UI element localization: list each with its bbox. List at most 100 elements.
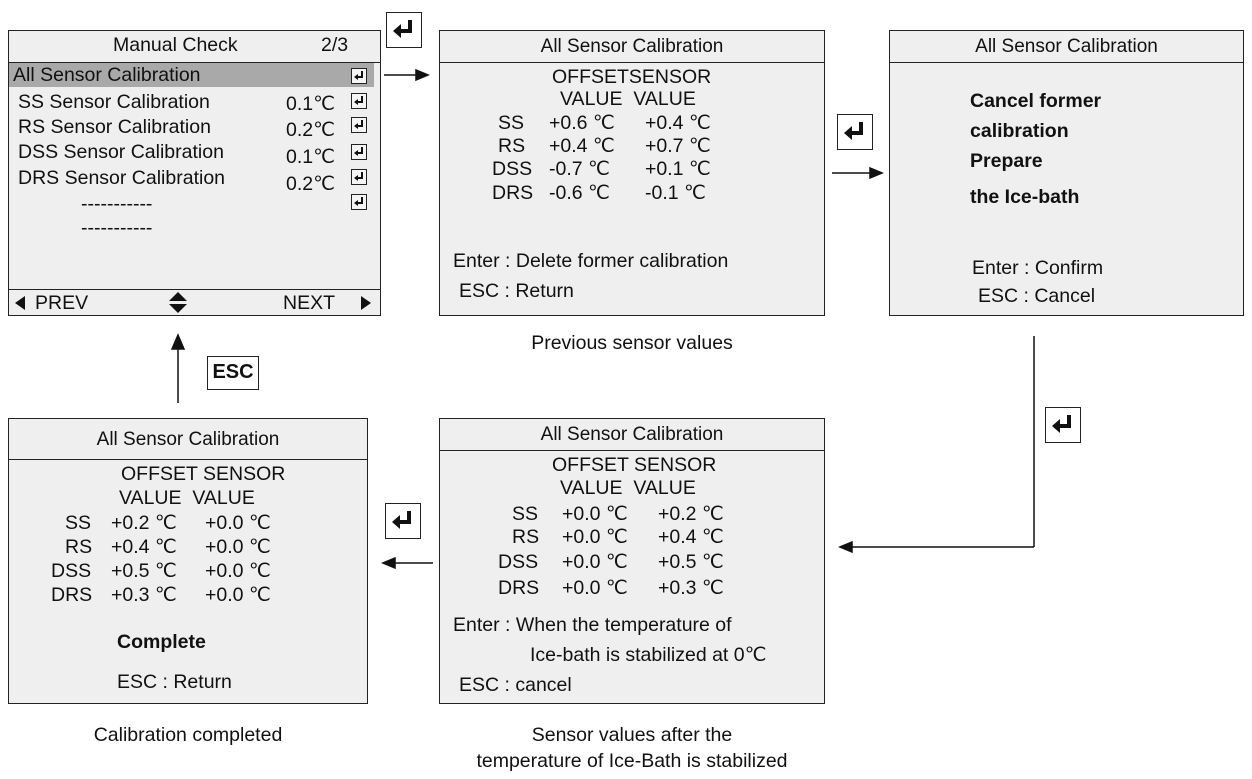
column-header-2: VALUE VALUE <box>560 88 696 110</box>
row-offset: +0.4 ℃ <box>549 135 615 157</box>
enter-icon[interactable] <box>351 194 367 210</box>
panel-title: All Sensor Calibration <box>440 419 824 451</box>
column-header-2: VALUE VALUE <box>560 477 696 499</box>
next-button[interactable]: NEXT <box>279 292 375 314</box>
esc-instruction: ESC : Return <box>459 280 574 302</box>
row-name: DSS <box>498 551 539 573</box>
stabilized-values-panel: All Sensor Calibration OFFSET SENSOR VAL… <box>439 418 825 704</box>
panel-title: All Sensor Calibration <box>9 421 367 460</box>
row-name: DRS <box>498 577 540 599</box>
menu-dashes: ----------- <box>81 217 153 239</box>
column-header-1: OFFSET SENSOR <box>552 454 717 476</box>
previous-values-panel: All Sensor Calibration OFFSETSENSOR VALU… <box>439 30 825 316</box>
row-sensor: +0.3 ℃ <box>658 577 724 599</box>
enter-icon[interactable] <box>351 169 367 185</box>
panel-title: All Sensor Calibration <box>890 31 1243 63</box>
row-name: RS <box>512 526 540 548</box>
menu-item-all-sensor[interactable]: All Sensor Calibration <box>13 64 201 86</box>
menu-dashes: ----------- <box>81 193 153 215</box>
row-offset: +0.2 ℃ <box>111 512 177 534</box>
row-sensor: +0.0 ℃ <box>205 512 271 534</box>
caption-calibration-completed: Calibration completed <box>93 724 283 746</box>
row-sensor: +0.0 ℃ <box>205 584 271 606</box>
complete-label: Complete <box>117 631 206 653</box>
panel-title: All Sensor Calibration <box>440 31 824 63</box>
menu-item-rs[interactable]: RS Sensor Calibration <box>18 116 211 138</box>
esc-instruction: ESC : Return <box>117 671 232 693</box>
row-sensor: +0.0 ℃ <box>205 560 271 582</box>
row-sensor: -0.1 ℃ <box>645 182 706 204</box>
row-offset: +0.6 ℃ <box>549 112 615 134</box>
row-sensor: +0.5 ℃ <box>658 551 724 573</box>
row-name: RS <box>65 536 93 558</box>
menu-item-ss[interactable]: SS Sensor Calibration <box>18 91 210 113</box>
row-sensor: +0.4 ℃ <box>645 112 711 134</box>
row-sensor: +0.7 ℃ <box>645 135 711 157</box>
message-line: Cancel former <box>970 90 1102 112</box>
prev-label: PREV <box>35 292 89 314</box>
triangle-left-icon <box>15 296 25 310</box>
enter-icon[interactable] <box>351 93 367 109</box>
menu-item-drs[interactable]: DRS Sensor Calibration <box>18 167 226 189</box>
menu-value-ss: 0.1℃ <box>286 93 336 115</box>
column-header-1: OFFSET SENSOR <box>121 463 286 485</box>
row-name: SS <box>65 512 92 534</box>
caption-stabilized-line2: temperature of Ice-Bath is stabilized <box>476 750 788 772</box>
selected-item-highlight <box>9 62 374 87</box>
row-offset: +0.5 ℃ <box>111 560 177 582</box>
enter-key-icon[interactable] <box>385 503 421 539</box>
row-sensor: +0.4 ℃ <box>658 526 724 548</box>
manual-check-panel: Manual Check 2/3 All Sensor Calibration … <box>8 30 381 316</box>
cancel-calibration-panel: All Sensor Calibration Cancel former cal… <box>889 30 1244 316</box>
menu-title: Manual Check <box>113 34 238 56</box>
esc-instruction: ESC : Cancel <box>978 285 1096 307</box>
message-line: the Ice-bath <box>970 186 1080 208</box>
enter-icon[interactable] <box>351 117 367 133</box>
row-offset: +0.0 ℃ <box>562 551 628 573</box>
column-header-2: VALUE VALUE <box>119 487 255 509</box>
row-name: RS <box>498 135 526 157</box>
message-line: Prepare <box>970 150 1043 172</box>
calibration-complete-panel: All Sensor Calibration OFFSET SENSOR VAL… <box>8 418 368 704</box>
row-offset: +0.0 ℃ <box>562 503 628 525</box>
row-name: DRS <box>51 584 93 606</box>
enter-key-icon[interactable] <box>1045 407 1081 443</box>
row-name: DSS <box>51 560 92 582</box>
menu-value-drs: 0.2℃ <box>286 173 336 195</box>
row-name: SS <box>498 112 525 134</box>
menu-value-dss: 0.1℃ <box>286 146 336 168</box>
menu-item-dss[interactable]: DSS Sensor Calibration <box>18 141 224 163</box>
row-name: DSS <box>492 158 533 180</box>
caption-stabilized: Sensor values after the <box>531 724 733 746</box>
triangle-right-icon <box>361 296 371 310</box>
row-sensor: +0.1 ℃ <box>645 158 711 180</box>
caption-previous-values: Previous sensor values <box>531 332 733 354</box>
column-header-1: OFFSETSENSOR <box>552 66 712 88</box>
up-down-arrow-icon <box>169 292 187 313</box>
enter-icon[interactable] <box>351 144 367 160</box>
enter-icon[interactable] <box>351 68 367 84</box>
enter-key-icon[interactable] <box>837 114 873 150</box>
row-offset: -0.6 ℃ <box>549 182 610 204</box>
enter-instruction: Enter : Delete former calibration <box>453 250 729 272</box>
enter-instruction: Enter : Confirm <box>972 257 1104 279</box>
row-name: SS <box>512 503 539 525</box>
esc-instruction: ESC : cancel <box>459 674 572 696</box>
menu-value-rs: 0.2℃ <box>286 119 336 141</box>
enter-instruction: Enter : When the temperature of <box>453 614 732 636</box>
row-sensor: +0.2 ℃ <box>658 503 724 525</box>
enter-instruction-cont: Ice-bath is stabilized at 0℃ <box>530 644 767 666</box>
esc-key[interactable]: ESC <box>207 356 259 390</box>
row-sensor: +0.0 ℃ <box>205 536 271 558</box>
message-line: calibration <box>970 120 1069 142</box>
page-indicator: 2/3 <box>321 34 349 56</box>
row-offset: +0.3 ℃ <box>111 584 177 606</box>
row-offset: +0.0 ℃ <box>562 577 628 599</box>
row-name: DRS <box>492 182 534 204</box>
next-label: NEXT <box>283 292 336 314</box>
enter-key-icon[interactable] <box>386 12 422 48</box>
prev-button[interactable]: PREV <box>13 292 133 314</box>
row-offset: +0.4 ℃ <box>111 536 177 558</box>
row-offset: -0.7 ℃ <box>549 158 610 180</box>
